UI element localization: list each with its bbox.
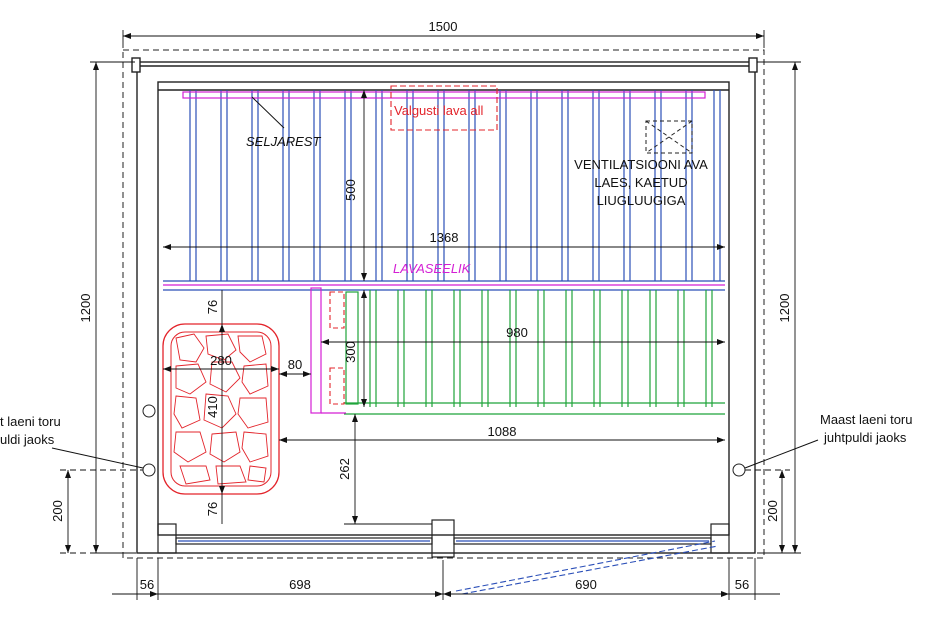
- dim-lower-bench-span: 980: [506, 325, 528, 340]
- backrest-rail: [182, 91, 706, 99]
- dim-heater-height: 410: [205, 396, 220, 418]
- bench-edge: [163, 280, 725, 291]
- dim-heater-width: 280: [210, 353, 232, 368]
- heater: [162, 323, 280, 495]
- pipe-left-leader: [51, 447, 144, 469]
- ventilation-label-line2: LAES, KAETUD: [594, 175, 687, 190]
- pipe-right-leader: [744, 439, 819, 469]
- pipe-left-label-line1: t laeni toru: [0, 414, 61, 429]
- dim-floor-span: 1088: [488, 424, 517, 439]
- light-fixture-outline: [390, 85, 498, 131]
- seljarest-leader: [251, 96, 285, 129]
- dim-heater-bottom-gap: 76: [205, 502, 220, 516]
- pipe-left-label-line2: uldi jaoks: [0, 432, 55, 447]
- ventilation-label-line3: LIUGLUUGIGA: [597, 193, 686, 208]
- lower-bench-skirt: [310, 287, 346, 414]
- upper-bench-slats: [189, 90, 721, 281]
- lower-bench-edge: [344, 291, 725, 415]
- door-swing: [455, 540, 719, 595]
- heater-body: [162, 323, 280, 495]
- lower-bench-slats: [369, 290, 713, 407]
- dimension-arrows: [65, 33, 798, 597]
- light-fixture-label: Valgusti lava all: [394, 103, 483, 118]
- door: [157, 519, 730, 558]
- lavaseelik-label: LAVASEELIK: [393, 261, 472, 276]
- pipe-right: [732, 463, 746, 477]
- seljarest-label: SELJAREST: [246, 134, 321, 149]
- ventilation-hatch: [645, 120, 693, 154]
- dim-bench-span: 1368: [430, 230, 459, 245]
- dim-overall-height-right: 1200: [777, 294, 792, 323]
- dim-lower-bench-depth: 300: [343, 341, 358, 363]
- dim-overall-height-left: 1200: [78, 294, 93, 323]
- dim-backrest-height: 500: [343, 179, 358, 201]
- dim-pipe-height-left: 200: [50, 500, 65, 522]
- outer-envelope: [122, 49, 765, 559]
- pipe-left-upper: [142, 404, 156, 418]
- heater-stones: [173, 333, 269, 485]
- dim-door-right: 690: [575, 577, 597, 592]
- dim-pipe-height-right: 200: [765, 500, 780, 522]
- dim-heater-side-gap: 80: [288, 357, 302, 372]
- ventilation-label-line1: VENTILATSIOONI AVA: [574, 157, 708, 172]
- pipe-left-lower: [142, 463, 156, 477]
- pipe-right-label-line2: juhtpuldi jaoks: [823, 430, 907, 445]
- dim-overall-width: 1500: [429, 19, 458, 34]
- lower-bench-supports: [329, 291, 345, 405]
- dim-wall-right: 56: [735, 577, 749, 592]
- dim-wall-left: 56: [140, 577, 154, 592]
- dim-floor-depth: 262: [337, 458, 352, 480]
- dim-heater-top-gap: 76: [205, 300, 220, 314]
- pipe-right-label-line1: Maast laeni toru: [820, 412, 913, 427]
- dim-door-left: 698: [289, 577, 311, 592]
